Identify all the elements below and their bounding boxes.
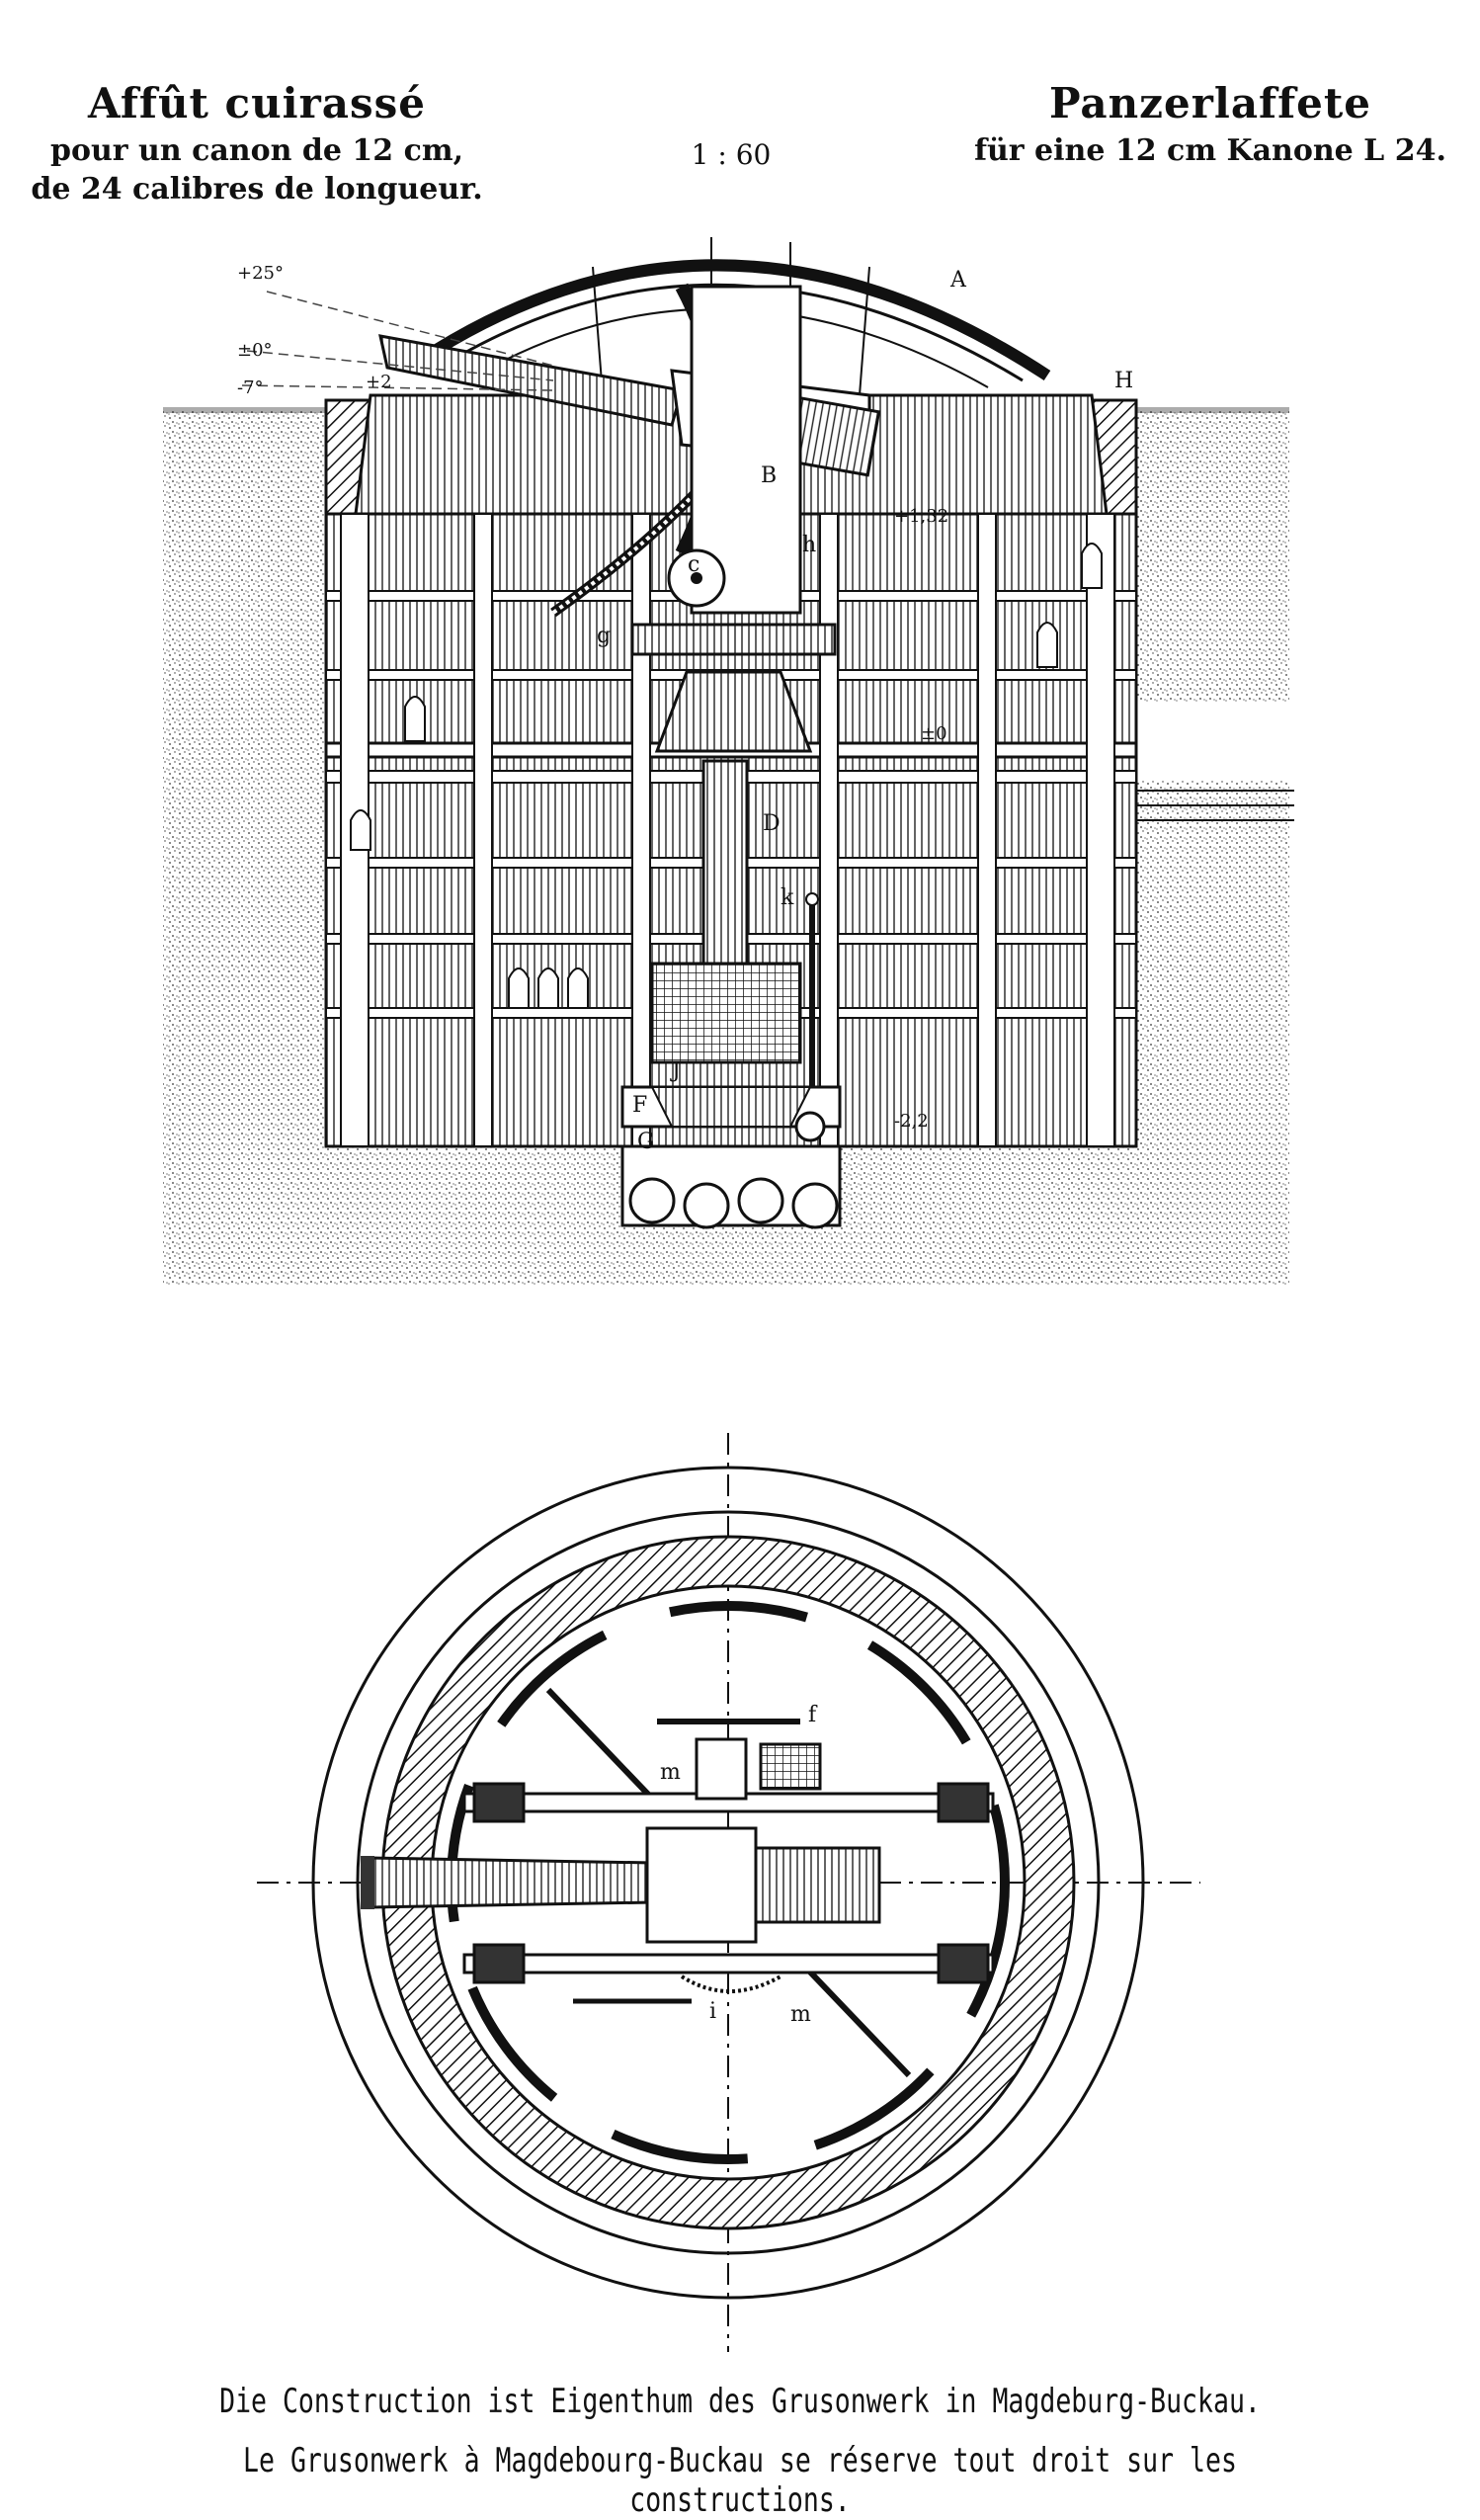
label-c: c xyxy=(688,552,699,577)
label-h: h xyxy=(802,533,816,557)
armour-dome xyxy=(431,259,1051,381)
cross-girders xyxy=(462,1782,995,1984)
left-title: Affût cuirassé xyxy=(88,79,426,127)
columns xyxy=(340,513,1115,1147)
label-g: g xyxy=(597,624,611,648)
plan-label-m-top: m xyxy=(660,1760,681,1785)
section-label-group: +25° ±0° -7° +2 A B c h g H D k J F G +1… xyxy=(237,263,1133,1154)
plan-view: f m i m xyxy=(257,1433,1200,2352)
plan-gun-barrel xyxy=(369,1856,654,1909)
footer-line-german: Die Construction ist Eigenthum des Gruso… xyxy=(219,2382,1261,2421)
plan-carriage xyxy=(645,1826,758,1944)
struts xyxy=(545,1687,912,2078)
support-cone xyxy=(654,670,813,753)
label-elev-plus25: +25° xyxy=(237,263,284,284)
left-subtitle-2: de 24 calibres de longueur. xyxy=(31,172,483,207)
ground-fill xyxy=(163,410,1289,1285)
turntable-g xyxy=(630,623,837,656)
label-elev-plus2: +2 xyxy=(366,372,392,392)
label-F: F xyxy=(632,1093,647,1118)
left-subtitle-1: pour un canon de 12 cm, xyxy=(49,133,464,168)
label-G: G xyxy=(637,1130,655,1154)
label-J: J xyxy=(670,1058,681,1083)
section-elevation: +25° ±0° -7° +2 A B c h g H D k J F G +1… xyxy=(163,237,1294,1285)
cage-windows xyxy=(350,543,1103,1009)
tunnel-opening xyxy=(1136,702,1294,781)
foundation-rollers xyxy=(620,1144,842,1229)
footer-line-french: Le Grusonwerk à Magdebourg-Buckau se rés… xyxy=(243,2441,1237,2520)
label-level-minus22: -2,2 xyxy=(894,1111,929,1132)
label-elev-0: ±0° xyxy=(237,340,273,361)
plan-counterweight xyxy=(759,1742,822,1791)
outer-ring xyxy=(311,1466,1145,2300)
label-level-plus132: +1,32 xyxy=(894,506,948,527)
right-subtitle: für eine 12 cm Kanone L 24. xyxy=(974,133,1446,168)
plan-breech xyxy=(754,1846,881,1924)
label-level-0: ±0 xyxy=(921,723,947,744)
right-header: Panzerlaffete für eine 12 cm Kanone L 24… xyxy=(948,79,1472,168)
label-A: A xyxy=(949,268,967,293)
plan-label-group: f m i m xyxy=(660,1703,818,2027)
label-D: D xyxy=(763,811,781,836)
central-pivot-D xyxy=(701,759,749,970)
label-elev-minus: -7° xyxy=(237,378,264,398)
label-H: H xyxy=(1114,369,1133,393)
scale-label: 1 : 60 xyxy=(691,138,772,171)
plan-label-f: f xyxy=(808,1703,818,1727)
right-title: Panzerlaffete xyxy=(1048,79,1372,127)
label-k: k xyxy=(781,885,794,910)
plan-label-i: i xyxy=(709,1999,716,2024)
label-B: B xyxy=(761,463,777,488)
plan-label-m-bottom: m xyxy=(790,2002,811,2027)
left-header: Affût cuirassé pour un canon de 12 cm, d… xyxy=(0,79,514,207)
counterweight xyxy=(650,962,802,1064)
